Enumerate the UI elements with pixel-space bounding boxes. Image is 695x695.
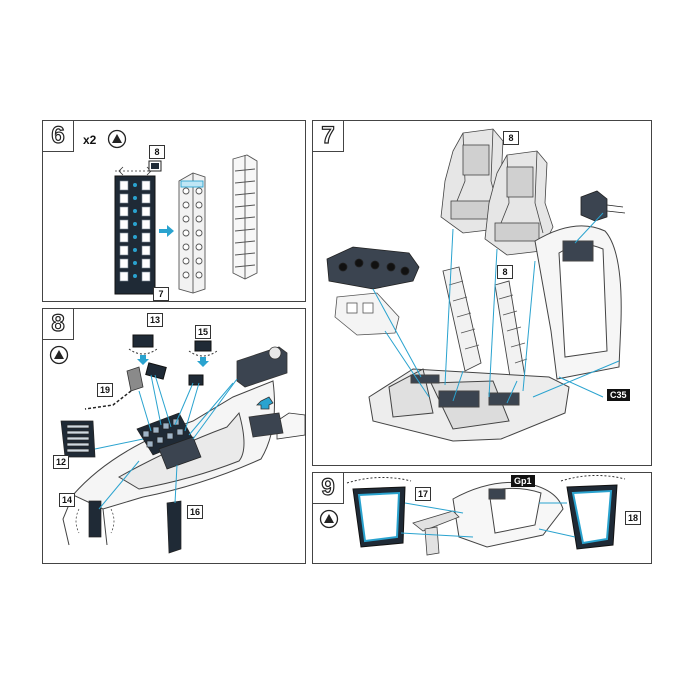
folded-ladder-part [178,172,206,294]
part-14 [75,500,115,538]
small-part-8 [148,160,162,172]
callout-8-seat: 8 [503,131,519,145]
step-9-drawing [346,474,626,556]
canopy-brackets [412,510,460,556]
step-number: 9 [313,473,344,504]
step-8-panel: 8 [42,308,306,564]
step-number: 7 [313,121,344,152]
callout-15: 15 [195,325,211,339]
ref-c35: C35 [607,389,630,401]
multiplier-label: x2 [83,133,97,147]
part-17-frame [346,476,412,548]
photo-etch-icon [107,129,127,149]
cockpit-tub [368,368,570,442]
part-18-frame [560,474,626,550]
callout-19: 19 [97,383,113,397]
callout-17: 17 [415,487,431,501]
step-7-drawing [326,128,626,442]
part-15 [188,340,218,386]
callout-8: 8 [149,145,165,159]
step-7-panel: 7 [312,120,652,466]
photo-etch-icon [319,509,339,529]
step-6-drawing [114,154,258,295]
part-16 [166,500,182,554]
panel-shroud [334,292,400,336]
step-8-drawing [60,334,306,554]
callout-7: 7 [153,287,169,301]
callout-12: 12 [53,455,69,469]
finished-rail [232,154,258,280]
photo-etch-icon [49,345,69,365]
callout-16: 16 [187,505,203,519]
callout-13: 13 [147,313,163,327]
part-12 [60,420,96,458]
gunsight-part [580,190,626,222]
pe-ladder-part [114,166,156,295]
callout-18: 18 [625,511,641,525]
step-number: 6 [43,121,74,152]
assembly-arrow [159,225,174,237]
side-rails [442,266,528,384]
seat-assembly [236,346,306,440]
instrument-panel [326,246,420,290]
ref-gp1: Gp1 [511,475,535,487]
step-6-panel: 6 x2 [42,120,306,302]
step-number: 8 [43,309,74,340]
step-9-panel: 9 [312,472,652,564]
part-19 [84,366,144,410]
callout-14: 14 [59,493,75,507]
bulkhead-frame [534,225,622,380]
callout-8-rails: 8 [497,265,513,279]
